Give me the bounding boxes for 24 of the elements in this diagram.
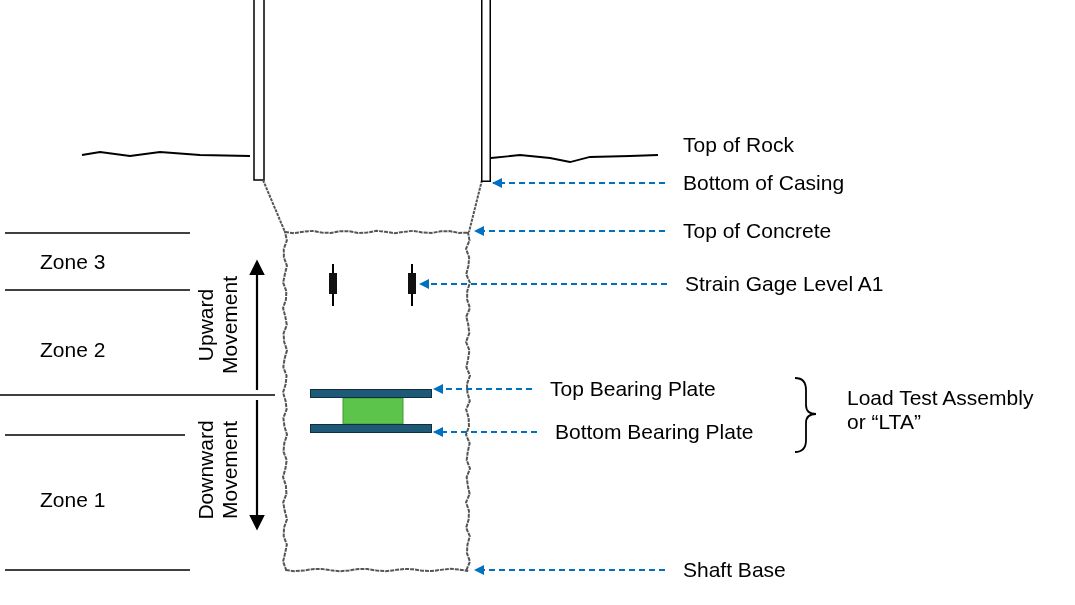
- assembly-label: Load Test Assembly or “LTA”: [847, 386, 1035, 434]
- part-label: Bottom of Casing: [683, 171, 845, 195]
- leader-arrow: [433, 384, 533, 394]
- part-label: Shaft Base: [683, 558, 786, 582]
- strain-gage-symbol: [406, 264, 418, 306]
- zone-label: Zone 3: [40, 250, 106, 274]
- part-label: Top Bearing Plate: [550, 377, 716, 401]
- bearing-plate: [310, 424, 432, 433]
- part-label: Strain Gage Level A1: [685, 272, 884, 296]
- label: Top of Rock: [683, 133, 794, 157]
- casing-wall: [481, 0, 491, 182]
- leader-arrow: [433, 427, 538, 437]
- direction-label: Upward Movement: [194, 275, 242, 377]
- direction-label: Downward Movement: [194, 419, 242, 522]
- leader-arrow: [419, 279, 668, 289]
- leader-arrow: [474, 565, 666, 575]
- bearing-plate: [310, 389, 432, 398]
- zone-label: Zone 1: [40, 488, 106, 512]
- concrete-shaft: [280, 228, 473, 574]
- leader-arrow: [474, 226, 666, 236]
- zone-label: Zone 2: [40, 338, 106, 362]
- part-label: Bottom Bearing Plate: [555, 420, 754, 444]
- part-label: Top of Concrete: [683, 219, 832, 243]
- leader-arrow: [492, 178, 666, 188]
